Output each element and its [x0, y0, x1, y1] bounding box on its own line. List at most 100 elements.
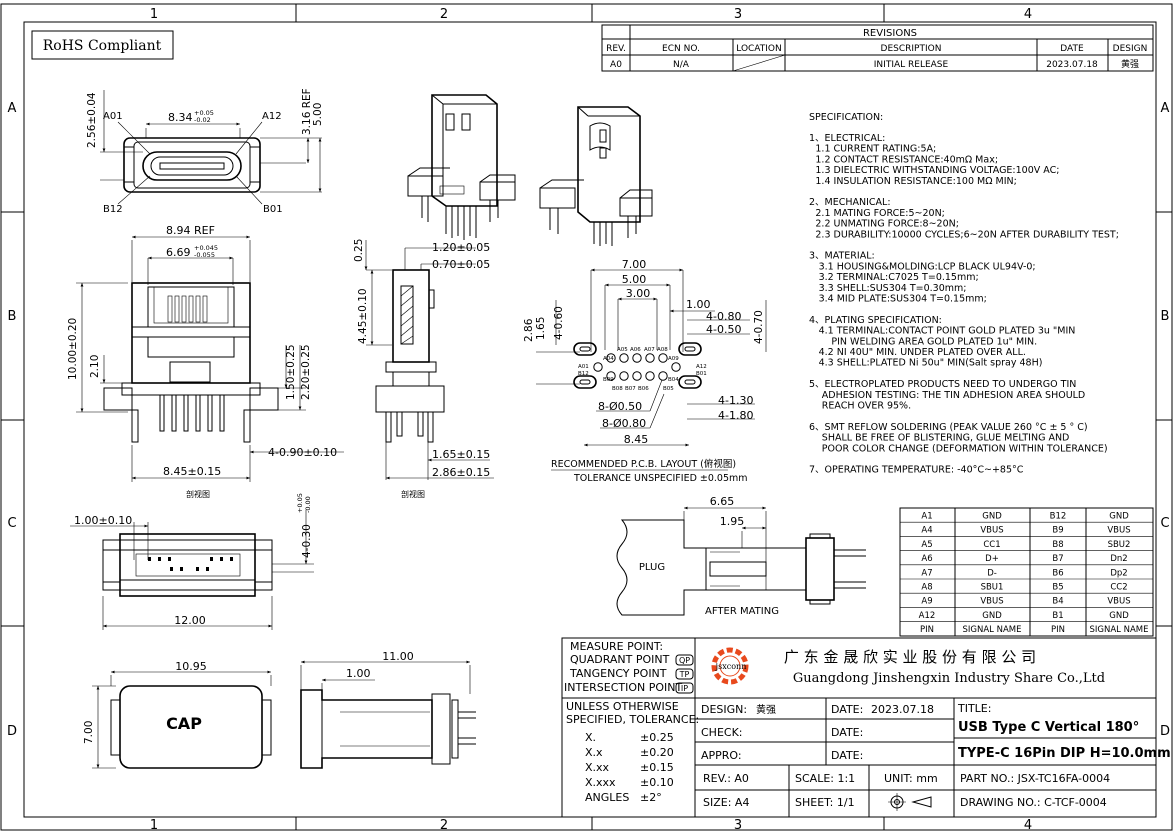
after-mating-label: AFTER MATING [705, 606, 779, 617]
dim-w894: 8.94 REF [166, 224, 215, 237]
rohs-label: RoHS Compliant [43, 38, 162, 54]
title-line-2: TYPE-C 16Pin DIP H=10.0mm [958, 746, 1171, 761]
rev-cell-design: 黄强 [1121, 58, 1139, 70]
front-view: 8.34 +0.05 -0.02 A01 A12 B12 B01 2.56±0.… [86, 88, 324, 215]
dim-p130: 4-1.30 [718, 394, 753, 407]
dim-p480: 4-0.80 [706, 310, 741, 323]
pin-table-cell: A5 [921, 540, 932, 550]
spec-line: 2.2 UNMATING FORCE:8~20N; [815, 219, 959, 230]
dim-s286: 2.86±0.15 [432, 466, 490, 479]
pin-table-cell: B9 [1052, 526, 1063, 536]
design-value: 黄强 [756, 703, 776, 716]
section-label-1: 剖视图 [186, 489, 210, 499]
dim-f1200: 12.00 [174, 614, 206, 627]
dim-top-width: 8.34 [168, 111, 193, 124]
pcb-pin-b09: B09 [603, 377, 614, 383]
pcb-pin-a06: A06 [630, 347, 641, 353]
size-label: SIZE: A4 [703, 796, 749, 809]
measure-ip-code: IP [681, 684, 688, 693]
pin-table-cell: Dn2 [1110, 554, 1127, 564]
pcb-pads [573, 342, 702, 389]
label-b01: B01 [263, 204, 283, 215]
spec-line: 3.1 HOUSING&MOLDING:LCP BLACK UL94V-0; [819, 261, 1036, 272]
measure-qp-code: QP [679, 656, 690, 665]
spec-line: 1、ELECTRICAL: [809, 133, 885, 144]
pin-table-cell: A12 [919, 611, 936, 621]
dim-p500: 5.00 [622, 273, 647, 286]
scale-label: SCALE: 1:1 [795, 772, 855, 785]
pcb-pin-a05: A05 [617, 347, 628, 353]
pin-table-cell: PIN [1051, 625, 1065, 635]
row-label-b-r: B [1161, 309, 1170, 324]
dim-w669: 6.69 [166, 246, 191, 259]
dim-c1095: 10.95 [175, 660, 207, 673]
col-label-4: 4 [1024, 7, 1032, 22]
spec-line: 2.3 DURABILITY:10000 CYCLES;6~20N AFTER … [815, 229, 1119, 240]
dim-c700: 7.00 [83, 721, 95, 744]
section-label-2: 剖视图 [401, 489, 425, 499]
dim-h1000: 10.00±0.20 [67, 318, 79, 380]
col-label-1: 1 [150, 7, 158, 22]
dim-s165: 1.65±0.15 [432, 448, 490, 461]
tol-row-value: ±0.25 [640, 731, 674, 744]
tol-row-value: ±0.20 [640, 746, 674, 759]
pcb-pin-a07: A07 [644, 347, 655, 353]
check-label: CHECK: [701, 726, 743, 739]
mating-view: 6.65 1.95 PLUG AFTER MATING [616, 495, 866, 617]
dim-r100: 1.00 [346, 667, 371, 680]
dim-h150: 1.50±0.25 [285, 344, 297, 400]
pin-table-cell: VBUS [1107, 526, 1130, 536]
dim-s025: 0.25 [353, 239, 365, 262]
spec-line: ADHESION TESTING: THE TIN ADHESION AREA … [822, 390, 1085, 401]
company-name-cn: 广 东 金 晟 欣 实 业 股 份 有 限 公 司 [784, 648, 1036, 666]
pin-table-cell: Dp2 [1110, 568, 1127, 578]
pcb-pin-a08: A08 [657, 347, 668, 353]
appro-label: APPRO: [701, 749, 742, 762]
row-label-a: A [8, 101, 17, 116]
rev-cell-date: 2023.07.18 [1046, 60, 1098, 70]
dim-top-tol-minus: -0.02 [194, 116, 211, 124]
iso-view-left [407, 94, 516, 240]
revisions-table: REVISIONS REV. ECN NO. LOCATION DESCRIPT… [601, 24, 1154, 72]
spec-line: SHALL BE FREE OF BLISTERING, GLUE MELTIN… [822, 433, 1070, 444]
pcb-pin-b05: B05 [663, 386, 674, 392]
pin-table-cell: A6 [921, 554, 932, 564]
dim-p700: 7.00 [622, 258, 647, 271]
pcb-pin-b06: B06 [638, 386, 649, 392]
side-elevation: 8.94 REF 6.69 +0.045 -0.055 [67, 224, 344, 499]
bottom-view: 1.00±0.10 4-0.30 +0.05 -0.00 12.00 [70, 493, 314, 630]
iso-view-right [539, 106, 653, 246]
spec-line: 1.1 CURRENT RATING:5A; [815, 144, 936, 155]
dim-r1100: 11.00 [382, 650, 414, 663]
title-line-1: USB Type C Vertical 180° [958, 720, 1139, 735]
pcb-pin-a12: A12 [696, 364, 707, 370]
dim-f030-minus: -0.00 [304, 496, 312, 513]
dim-s445: 4.45±0.10 [357, 288, 369, 344]
logo-text: jsxconn [715, 662, 747, 671]
tol-row-label: X.xxx [585, 776, 616, 789]
drawing-no-label: DRAWING NO.: C-TCF-0004 [960, 796, 1107, 809]
dim-f100: 1.00±0.10 [74, 514, 132, 527]
dim-p060: 4-0.60 [553, 306, 565, 340]
dim-p850: 8-Ø0.50 [598, 400, 642, 413]
row-label-b: B [8, 309, 17, 324]
pin-table-cell: SBU1 [981, 583, 1004, 593]
dim-h220: 2.20±0.25 [300, 344, 312, 400]
tol-row-label: X. [585, 731, 596, 744]
pin-table-cell: A8 [921, 583, 932, 593]
dim-m665: 6.65 [710, 495, 735, 508]
spec-line: 1.2 CONTACT RESISTANCE:40mΩ Max; [815, 154, 998, 165]
dim-p165: 1.65 [535, 317, 547, 340]
spec-line: 2、MECHANICAL: [809, 197, 891, 208]
pcb-pin-b01: B01 [696, 371, 707, 377]
col-label-4b: 4 [1024, 818, 1032, 831]
pin-table-cell: SIGNAL NAME [963, 625, 1022, 635]
tol-row-label: ANGLES [585, 791, 629, 804]
rev-label: REV.: A0 [703, 772, 749, 785]
row-label-d-r: D [1160, 724, 1170, 739]
pin-table-cell: A1 [921, 512, 932, 522]
dim-top-tol-plus: +0.05 [194, 109, 214, 117]
pin-table-cell: VBUS [980, 597, 1003, 607]
dim-p845: 8.45 [624, 433, 649, 446]
